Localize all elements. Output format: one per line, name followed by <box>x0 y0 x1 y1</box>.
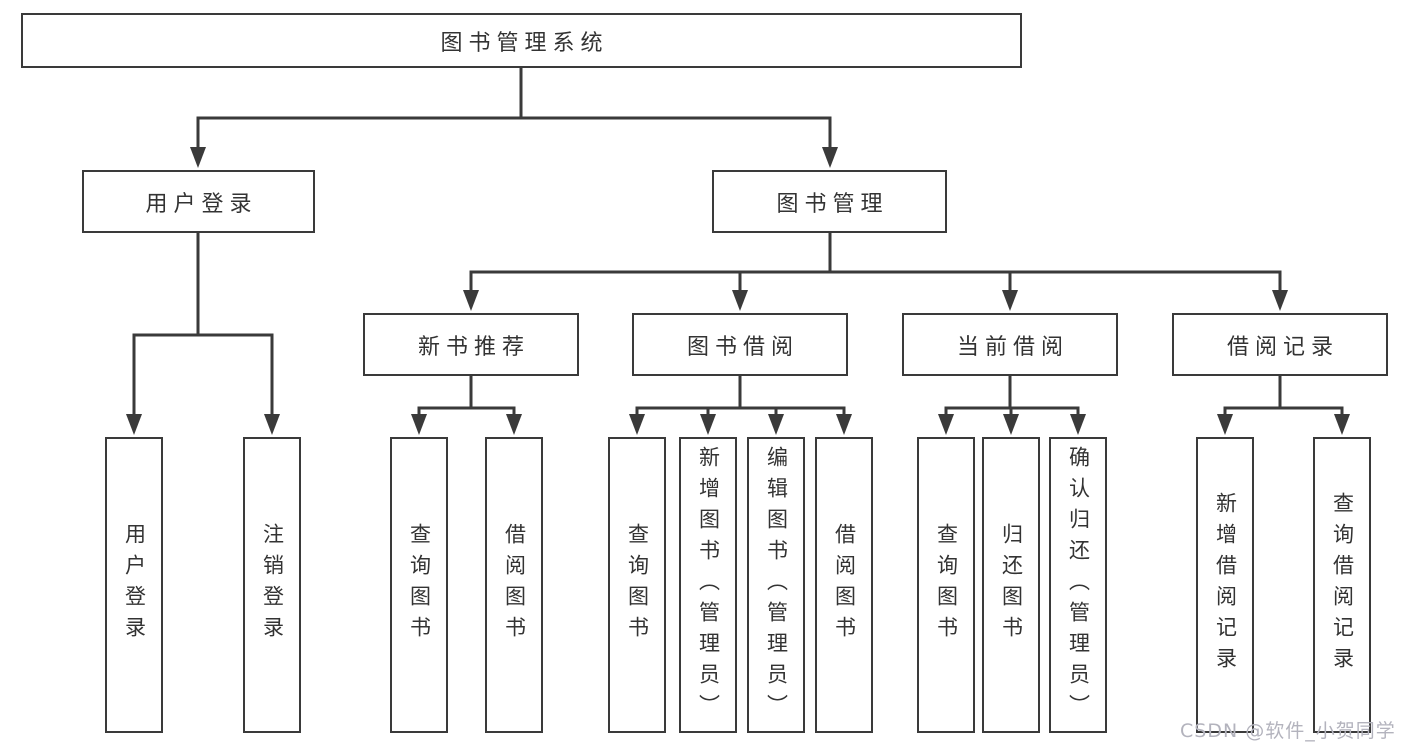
connector-path <box>417 374 516 420</box>
node-label: 查询图书 <box>407 523 432 647</box>
node-label: 用户登录 <box>122 523 147 647</box>
arrowhead-down-icon <box>1003 414 1019 435</box>
node-user-login: 用户登录 <box>82 170 315 233</box>
connector-path <box>196 66 832 152</box>
node-book-management: 图书管理 <box>712 170 947 233</box>
arrowhead-down-icon <box>836 414 852 435</box>
leaf-borrow-add-books-admin: 新增图书（管理员） <box>679 437 737 733</box>
connector-path <box>469 231 1282 296</box>
leaf-current-return-books: 归还图书 <box>982 437 1040 733</box>
leaf-current-query-books: 查询图书 <box>917 437 975 733</box>
node-label: 用户登录 <box>145 191 258 217</box>
arrowhead-down-icon <box>1217 414 1233 435</box>
node-label: 查询借阅记录 <box>1330 492 1355 678</box>
leaf-borrow-query-books: 查询图书 <box>608 437 666 733</box>
leaf-user-login: 用户登录 <box>105 437 163 733</box>
arrowhead-down-icon <box>732 290 748 311</box>
node-label: 当前借阅 <box>956 334 1069 360</box>
leaf-borrow-borrow-books: 借阅图书 <box>815 437 873 733</box>
node-borrow-records: 借阅记录 <box>1172 313 1388 376</box>
arrowhead-down-icon <box>126 414 142 435</box>
node-label: 编辑图书（管理员） <box>764 445 789 725</box>
node-label: 确认归还（管理员） <box>1066 445 1091 725</box>
arrowhead-down-icon <box>411 414 427 435</box>
node-label: 借阅图书 <box>502 523 527 647</box>
csdn-watermark: CSDN @软件_小贺同学 <box>1180 720 1396 742</box>
arrowhead-down-icon <box>190 147 206 168</box>
arrowhead-down-icon <box>1070 414 1086 435</box>
node-label: 查询图书 <box>934 523 959 647</box>
node-label: 查询图书 <box>625 523 650 647</box>
node-label: 新书推荐 <box>417 334 530 360</box>
node-book-borrow: 图书借阅 <box>632 313 848 376</box>
leaf-recommend-borrow-books: 借阅图书 <box>485 437 543 733</box>
node-label: 图书管理 <box>776 191 889 217</box>
arrowhead-down-icon <box>700 414 716 435</box>
arrowhead-down-icon <box>506 414 522 435</box>
connector-path <box>132 231 274 420</box>
node-label: 新增借阅记录 <box>1213 492 1238 678</box>
leaf-records-add-record: 新增借阅记录 <box>1196 437 1254 733</box>
arrowhead-down-icon <box>1272 290 1288 311</box>
arrowhead-down-icon <box>1334 414 1350 435</box>
node-label: 图书管理系统 <box>440 30 609 56</box>
node-label: 借阅记录 <box>1226 334 1339 360</box>
node-label: 新增图书（管理员） <box>696 445 721 725</box>
arrowhead-down-icon <box>629 414 645 435</box>
node-new-book-recommend: 新书推荐 <box>363 313 579 376</box>
connector-path <box>635 374 846 420</box>
arrowhead-down-icon <box>822 147 838 168</box>
node-label: 图书借阅 <box>686 334 799 360</box>
node-label: 借阅图书 <box>832 523 857 647</box>
arrowhead-down-icon <box>463 290 479 311</box>
arrowhead-down-icon <box>264 414 280 435</box>
arrowhead-down-icon <box>938 414 954 435</box>
connector-path <box>944 374 1080 420</box>
node-label: 注销登录 <box>260 523 285 647</box>
leaf-borrow-edit-books-admin: 编辑图书（管理员） <box>747 437 805 733</box>
node-current-borrow: 当前借阅 <box>902 313 1118 376</box>
leaf-records-query-record: 查询借阅记录 <box>1313 437 1371 733</box>
node-root-library-system: 图书管理系统 <box>21 13 1022 68</box>
leaf-current-confirm-return-admin: 确认归还（管理员） <box>1049 437 1107 733</box>
leaf-recommend-query-books: 查询图书 <box>390 437 448 733</box>
connector-path <box>1223 374 1344 420</box>
leaf-logout: 注销登录 <box>243 437 301 733</box>
node-label: 归还图书 <box>999 523 1024 647</box>
arrowhead-down-icon <box>768 414 784 435</box>
arrowhead-down-icon <box>1002 290 1018 311</box>
